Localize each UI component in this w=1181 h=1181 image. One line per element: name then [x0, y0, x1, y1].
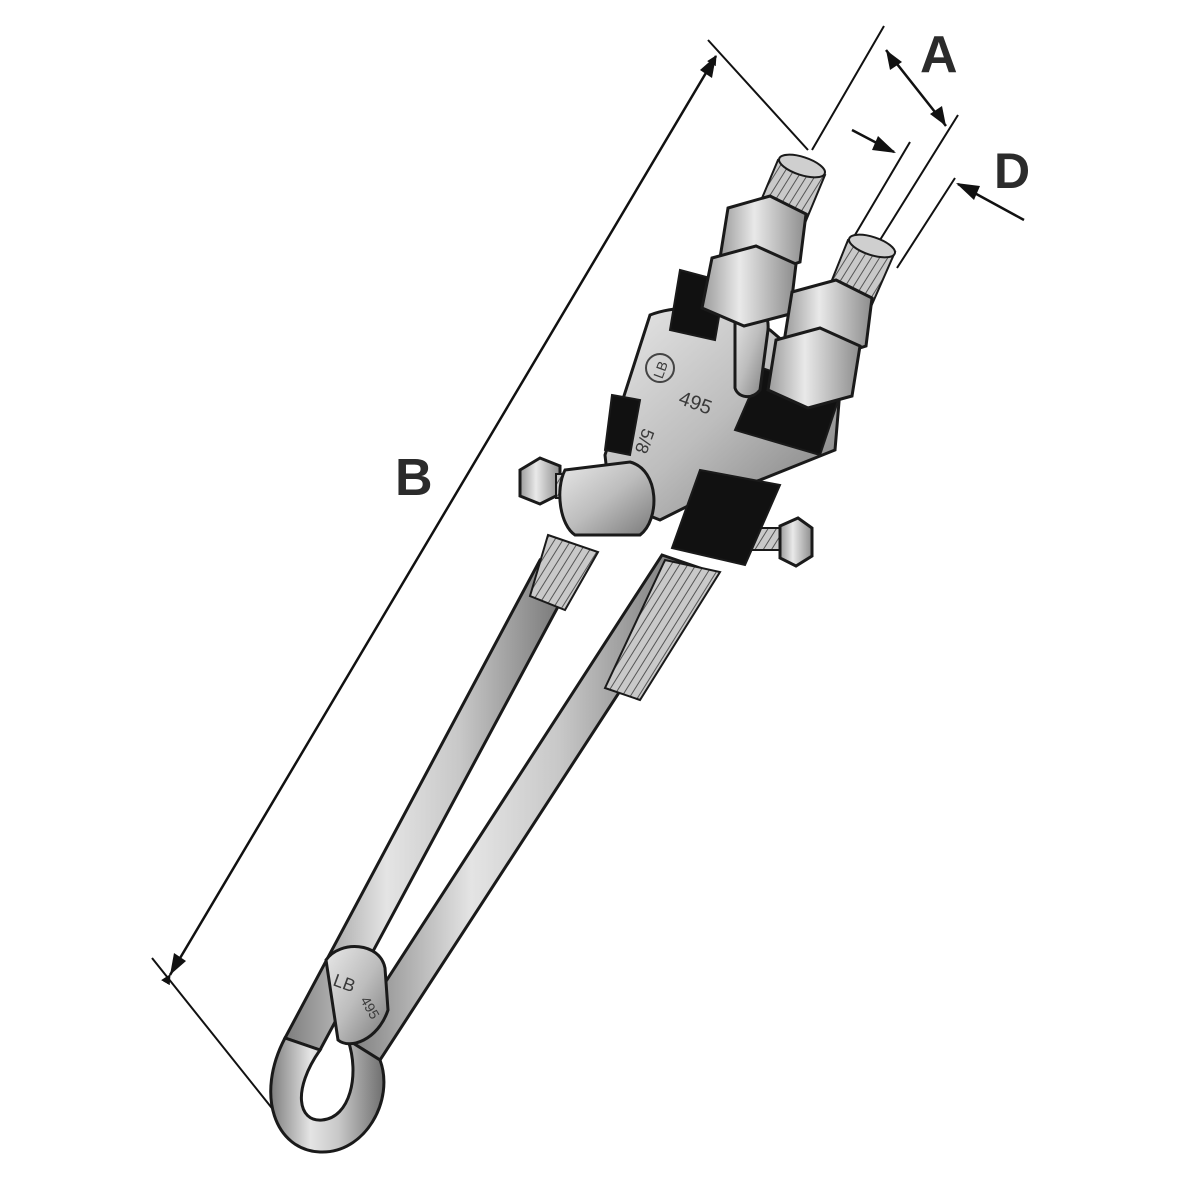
dimension-d-extension-left	[851, 141, 911, 241]
dimension-b-extension-top	[707, 39, 809, 151]
right-stud-assembly	[766, 233, 897, 410]
side-bolt-head-left	[518, 456, 562, 506]
u-bolt-bail: LB 495	[269, 533, 722, 1154]
dimension-b-arrow-top	[700, 56, 716, 78]
dimension-d-label: D	[994, 143, 1030, 199]
dimension-b-line	[161, 55, 718, 986]
left-lower-nut	[700, 244, 798, 328]
bail-right-thread	[603, 558, 722, 702]
dimension-d-extension-right	[896, 177, 956, 269]
bail-loop	[269, 1036, 386, 1154]
body-logo-stamp: LB	[650, 359, 671, 381]
dimension-b: B	[151, 39, 809, 1113]
dimension-b-label: B	[395, 449, 433, 507]
clamp-saddle	[558, 460, 656, 537]
dimension-a-extension-left	[811, 25, 885, 151]
left-stud-tip	[778, 153, 826, 179]
rubber-sleeve-lower	[670, 468, 782, 567]
body-logo-circle	[645, 353, 675, 383]
dimension-d-arrow-right	[956, 183, 980, 200]
dimension-d: D	[851, 128, 1030, 269]
bail-stamp-lug	[324, 945, 390, 1046]
side-bolt-head-right	[778, 516, 814, 568]
dimension-b-arrow-bottom	[170, 953, 186, 975]
left-stud-assembly	[700, 153, 827, 328]
right-lower-nut	[766, 326, 862, 410]
bail-left-thread	[528, 533, 600, 612]
dimension-b-extension-bottom	[151, 957, 276, 1113]
rubber-sleeve-left-body	[603, 393, 642, 457]
dimension-a: A	[811, 25, 959, 241]
dimension-a-arrow-left	[886, 50, 902, 70]
dimension-a-label: A	[920, 26, 958, 84]
dimension-a-extension-right	[879, 114, 959, 241]
right-stud-tip	[848, 233, 896, 259]
dimension-d-arrow-left	[872, 136, 896, 153]
dimension-a-arrow-right	[930, 106, 946, 126]
